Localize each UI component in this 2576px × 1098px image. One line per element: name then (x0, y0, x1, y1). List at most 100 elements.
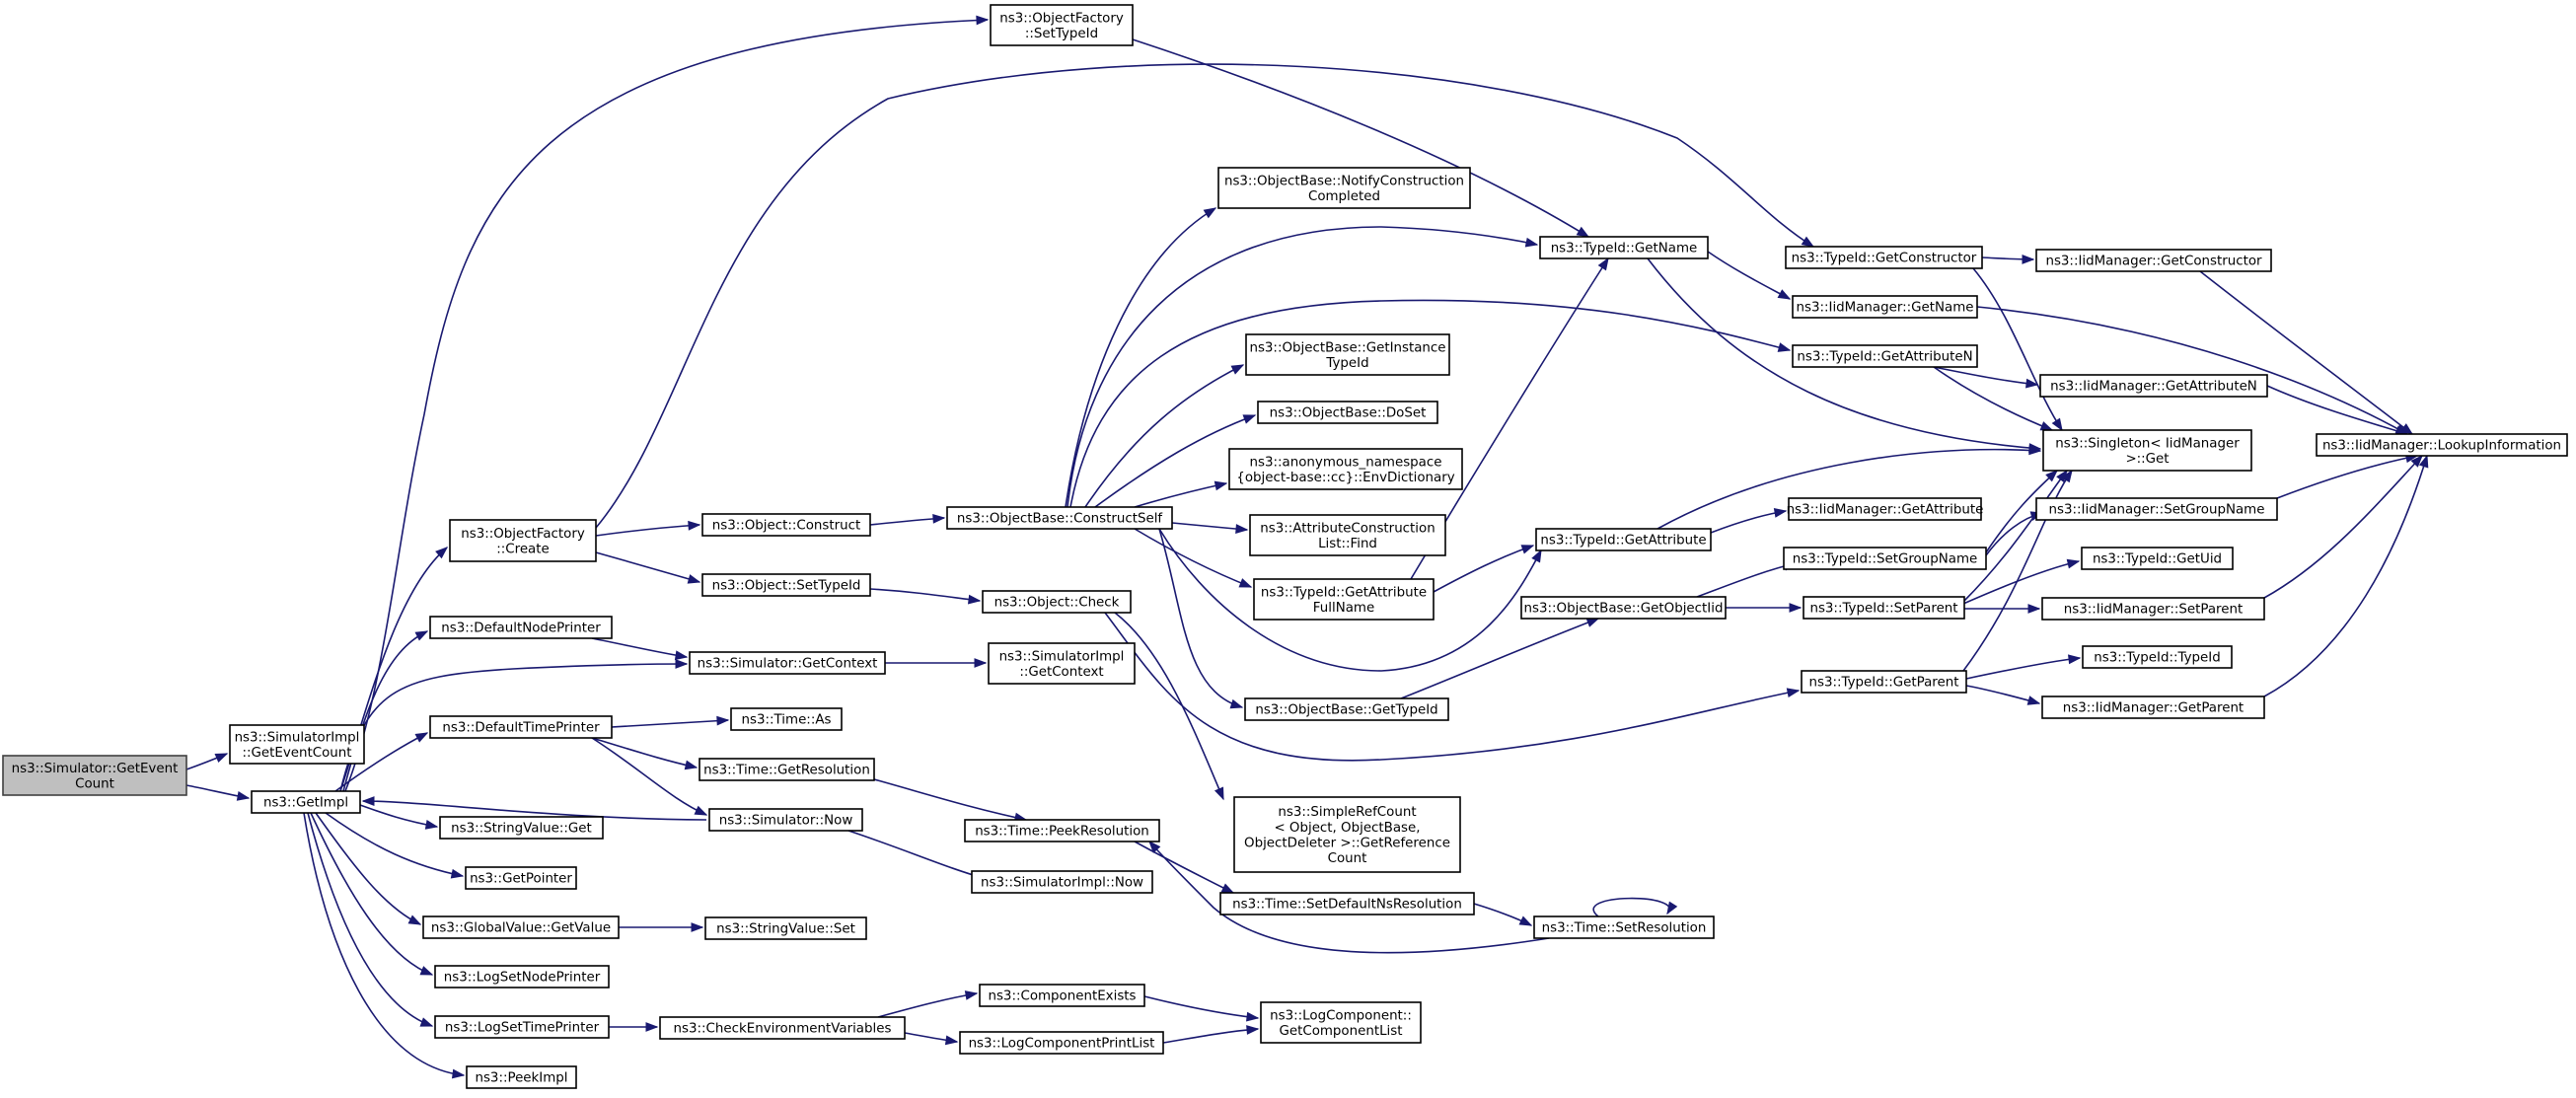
node-defaultTimePrinter[interactable]: ns3::DefaultTimePrinter (429, 715, 613, 739)
node-objectSetTypeId[interactable]: ns3::Object::SetTypeId (701, 573, 871, 597)
node-anonEnvDictionary[interactable]: ns3::anonymous_namespace{object-base::cc… (1228, 448, 1463, 490)
node-iidGetName[interactable]: ns3::IidManager::GetName (1792, 295, 1978, 319)
node-box (466, 1065, 577, 1089)
node-typeIdGetName[interactable]: ns3::TypeId::GetName (1539, 236, 1709, 259)
node-defaultNodePrinter[interactable]: ns3::DefaultNodePrinter (429, 616, 613, 639)
edge-objBaseConstructSelf-to-anonEnvDictionary-line (1134, 482, 1227, 508)
node-label: ns3::TypeId::SetGroupName (1793, 552, 1978, 567)
node-objFactorySetTypeId[interactable]: ns3::ObjectFactory::SetTypeId (990, 4, 1134, 46)
node-timePeekResolution[interactable]: ns3::Time::PeekResolution (964, 819, 1160, 842)
node-box (1245, 333, 1450, 376)
node-typeIdGetAttribute[interactable]: ns3::TypeId::GetAttribute (1535, 528, 1712, 551)
node-peekImpl[interactable]: ns3::PeekImpl (466, 1065, 577, 1089)
node-timeSetResolution[interactable]: ns3::Time::SetResolution (1533, 915, 1715, 939)
node-checkEnvVars[interactable]: ns3::CheckEnvironmentVariables (659, 1016, 906, 1040)
edge-objBaseConstructSelf-to-typeIdGetAttributeN-line (1069, 299, 1791, 508)
node-label: ns3::TypeId::GetUid (2093, 552, 2222, 567)
node-label: ns3::GetPointer (470, 872, 572, 887)
node-getImpl[interactable]: ns3::GetImpl (251, 790, 361, 814)
node-globalValueGetValue[interactable]: ns3::GlobalValue::GetValue (422, 915, 620, 939)
node-componentExists[interactable]: ns3::ComponentExists (979, 984, 1145, 1007)
edge-objBaseConstructSelf-to-objBaseDoSet (1094, 414, 1257, 508)
node-timeSetDefaultNsRes[interactable]: ns3::Time::SetDefaultNsResolution (1219, 892, 1475, 915)
node-typeIdSetGroupName[interactable]: ns3::TypeId::SetGroupName (1783, 547, 1987, 570)
node-singletonGet[interactable]: ns3::Singleton< IidManager>::Get (2042, 429, 2252, 472)
edge-timeSetResolution-to-timePeekResolution-arrowhead (1148, 840, 1161, 853)
edge-objBaseGetObjectIid-to-typeIdSetParent-arrowhead (1789, 603, 1803, 613)
edge-objFactoryCreate-to-objectSetTypeId (595, 551, 701, 584)
edge-getImpl-to-logSetNodePrinter-line (310, 812, 433, 976)
node-typeIdGetAttributeN[interactable]: ns3::TypeId::GetAttributeN (1792, 344, 1978, 368)
edge-getEventCount-to-simImplGetEventCount (185, 753, 229, 770)
edge-typeIdGetAttribute-to-iidGetAttribute-arrowhead (1773, 508, 1788, 518)
node-timeGetResolution[interactable]: ns3::Time::GetResolution (699, 758, 875, 781)
edge-typeIdGetConstructor-to-singletonGet-arrowhead (2051, 417, 2063, 432)
node-objFactoryCreate[interactable]: ns3::ObjectFactory::Create (449, 519, 597, 562)
node-box (2041, 597, 2265, 621)
edge-objBaseConstructSelf-to-objBaseGetInstanceTypeId-arrowhead (1230, 364, 1245, 375)
node-label: ns3::DefaultNodePrinter (441, 622, 601, 636)
edge-typeIdGetAttributeFullName-to-typeIdGetAttribute-arrowhead (1520, 545, 1535, 554)
node-simGetContext[interactable]: ns3::Simulator::GetContext (689, 651, 886, 675)
node-logSetTimePrinter[interactable]: ns3::LogSetTimePrinter (434, 1015, 610, 1039)
node-iidLookupInformation[interactable]: ns3::IidManager::LookupInformation (2316, 433, 2568, 457)
edge-objFactorySetTypeId-to-typeIdGetName (1132, 38, 1590, 238)
node-box (229, 724, 365, 765)
node-typeIdTypeId[interactable]: ns3::TypeId::TypeId (2082, 645, 2233, 669)
edge-typeIdGetName-to-iidGetName-line (1707, 251, 1791, 300)
edge-iidSetGroupName-to-iidLookupInformation-line (2276, 455, 2418, 499)
node-simImplGetEventCount[interactable]: ns3::SimulatorImpl::GetEventCount (229, 724, 365, 765)
node-simNow[interactable]: ns3::Simulator::Now (708, 808, 863, 832)
node-label: Count (1328, 851, 1367, 866)
edge-defaultTimePrinter-to-simNow (591, 737, 708, 816)
node-iidGetParent[interactable]: ns3::IidManager::GetParent (2041, 695, 2265, 719)
edge-timeSetResolution-to-timePeekResolution-line (1148, 841, 1550, 954)
node-timeAs[interactable]: ns3::Time::As (730, 707, 843, 731)
node-label: Completed (1308, 189, 1380, 204)
node-iidGetAttributeN[interactable]: ns3::IidManager::GetAttributeN (2039, 374, 2268, 398)
edge-checkEnvVars-to-componentExists (877, 990, 979, 1018)
node-logSetNodePrinter[interactable]: ns3::LogSetNodePrinter (434, 965, 610, 988)
edge-objBaseConstructSelf-to-anonEnvDictionary-arrowhead (1214, 480, 1228, 491)
node-simImplNow[interactable]: ns3::SimulatorImpl::Now (971, 870, 1153, 894)
node-box (1244, 697, 1449, 721)
edge-getImpl-to-peekImpl (303, 812, 466, 1079)
node-iidSetGroupName[interactable]: ns3::IidManager::SetGroupName (2035, 497, 2278, 521)
node-objBaseConstructSelf[interactable]: ns3::ObjectBase::ConstructSelf (946, 506, 1173, 530)
node-box (1260, 1001, 1422, 1044)
node-objBaseDoSet[interactable]: ns3::ObjectBase::DoSet (1257, 401, 1438, 424)
node-objBaseGetTypeId[interactable]: ns3::ObjectBase::GetTypeId (1244, 697, 1449, 721)
node-box (2042, 429, 2252, 472)
node-typeIdGetConstructor[interactable]: ns3::TypeId::GetConstructor (1785, 246, 1983, 269)
node-box (465, 866, 577, 890)
node-label: ns3::SimulatorImpl (999, 649, 1125, 664)
edge-simNow-to-getImpl-line (362, 800, 707, 821)
node-simpleRefCountGetRef[interactable]: ns3::SimpleRefCount< Object, ObjectBase,… (1233, 796, 1461, 873)
node-iidGetConstructor[interactable]: ns3::IidManager::GetConstructor (2035, 249, 2272, 272)
node-objBaseNotifyConstruction[interactable]: ns3::ObjectBase::NotifyConstructionCompl… (1217, 167, 1471, 209)
node-typeIdSetParent[interactable]: ns3::TypeId::SetParent (1803, 596, 1965, 620)
function-nodes: ns3::Simulator::GetEventCountns3::Simula… (2, 4, 2568, 1089)
node-iidSetParent[interactable]: ns3::IidManager::SetParent (2041, 597, 2265, 621)
node-stringValueSet[interactable]: ns3::StringValue::Set (704, 916, 867, 940)
edge-getEventCount-to-simImplGetEventCount-arrowhead (214, 753, 229, 764)
edge-defaultNodePrinter-to-simGetContext-arrowhead (674, 650, 689, 661)
node-typeIdGetParent[interactable]: ns3::TypeId::GetParent (1801, 670, 1967, 694)
node-getPointer[interactable]: ns3::GetPointer (465, 866, 577, 890)
node-objectConstruct[interactable]: ns3::Object::Construct (701, 513, 871, 537)
node-logComponentPrintList[interactable]: ns3::LogComponentPrintList (959, 1031, 1164, 1055)
node-iidGetAttribute[interactable]: ns3::IidManager::GetAttribute (1787, 497, 1984, 521)
edge-objectCheck-to-typeIdGetParent (1104, 612, 1801, 762)
node-objBaseGetObjectIid[interactable]: ns3::ObjectBase::GetObjectIid (1520, 596, 1727, 620)
node-typeIdGetUid[interactable]: ns3::TypeId::GetUid (2081, 547, 2234, 570)
node-stringValueGet[interactable]: ns3::StringValue::Get (439, 816, 604, 840)
node-objectCheck[interactable]: ns3::Object::Check (982, 590, 1132, 614)
edge-objBaseConstructSelf-to-typeIdGetAttribute-line (1158, 528, 1542, 672)
node-logComponentGetList[interactable]: ns3::LogComponent::GetComponentList (1260, 1001, 1422, 1044)
node-getEventCount[interactable]: ns3::Simulator::GetEventCount (2, 755, 187, 796)
node-simImplGetContext[interactable]: ns3::SimulatorImpl::GetContext (988, 642, 1136, 685)
edge-timeGetResolution-to-timePeekResolution (873, 778, 1028, 823)
